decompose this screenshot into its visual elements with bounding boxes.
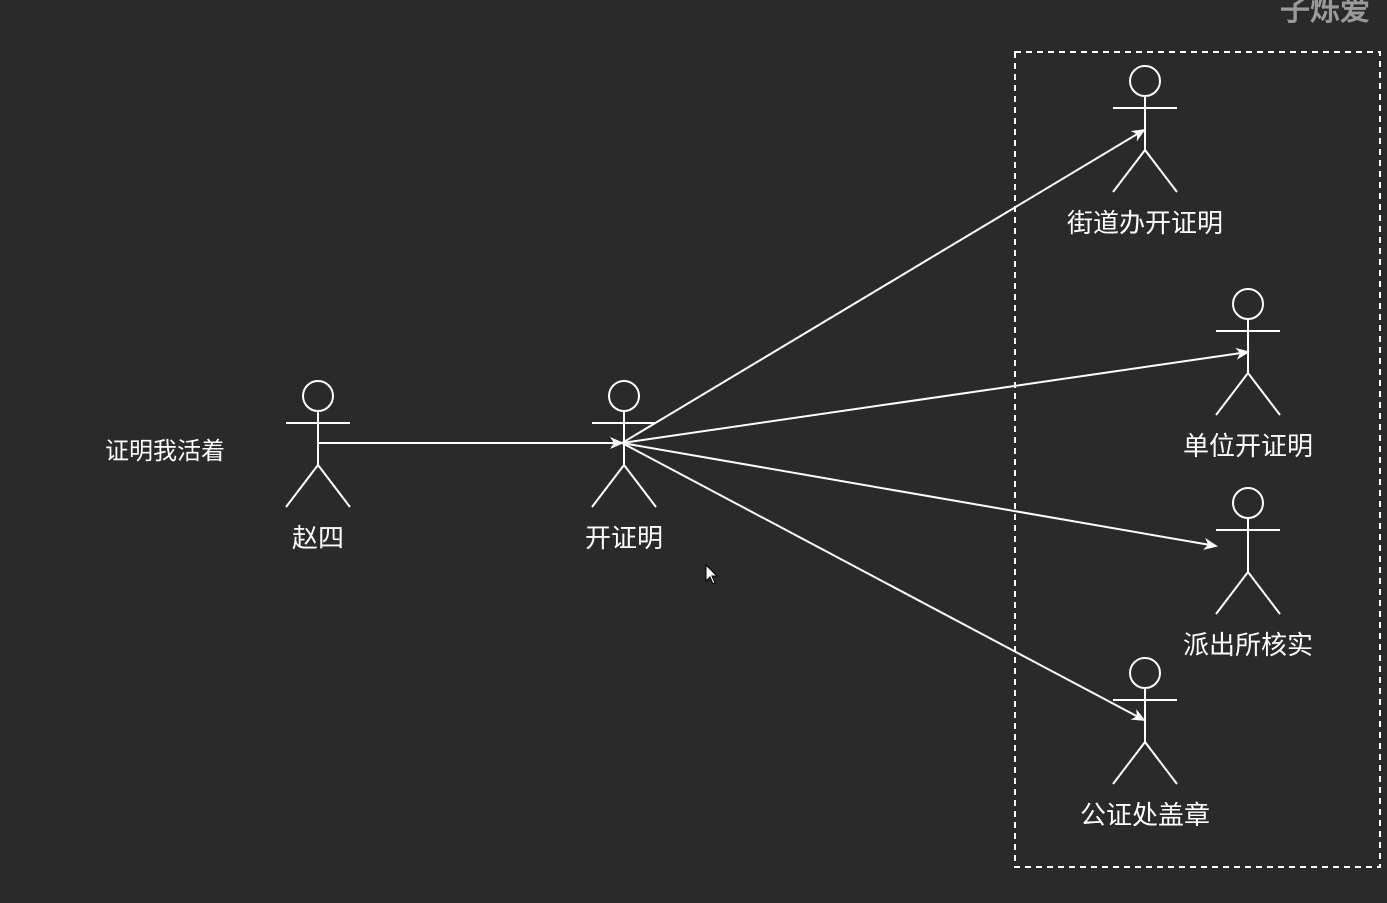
actor-head-icon — [302, 380, 334, 412]
system-boundary[interactable] — [1014, 51, 1381, 868]
actor-jiedaoban[interactable]: 街道办开证明 — [1067, 65, 1223, 239]
actor-label: 公证处盖章 — [1080, 801, 1210, 831]
actor-head-icon — [1232, 288, 1264, 320]
connector-to-paichusuo[interactable] — [621, 442, 1218, 550]
actor-paichusuo[interactable]: 派出所核实 — [1183, 487, 1313, 661]
actor-label: 单位开证明 — [1183, 432, 1313, 462]
watermark-text: 子烁爱 — [1280, 0, 1370, 28]
connector-to-jiedaoban[interactable] — [621, 128, 1146, 444]
actor-label: 派出所核实 — [1183, 631, 1313, 661]
actor-head-icon — [608, 380, 640, 412]
actor-head-icon — [1232, 487, 1264, 519]
mouse-cursor-icon — [705, 563, 719, 585]
actor-label: 赵四 — [292, 524, 344, 554]
actor-head-icon — [1129, 65, 1161, 97]
connector-to-danwei[interactable] — [621, 347, 1250, 444]
actor-label: 开证明 — [585, 524, 663, 554]
actor-danwei[interactable]: 单位开证明 — [1183, 288, 1313, 462]
actor-gongzhengchu[interactable]: 公证处盖章 — [1080, 657, 1210, 831]
note-text: 证明我活着 — [105, 437, 225, 465]
actor-zhaosi[interactable]: 赵四 — [285, 380, 351, 554]
connector-to-gongzhengchu[interactable] — [621, 442, 1146, 721]
actor-label: 街道办开证明 — [1067, 209, 1223, 239]
actor-head-icon — [1129, 657, 1161, 689]
actor-kaizhengming[interactable]: 开证明 — [585, 380, 663, 554]
